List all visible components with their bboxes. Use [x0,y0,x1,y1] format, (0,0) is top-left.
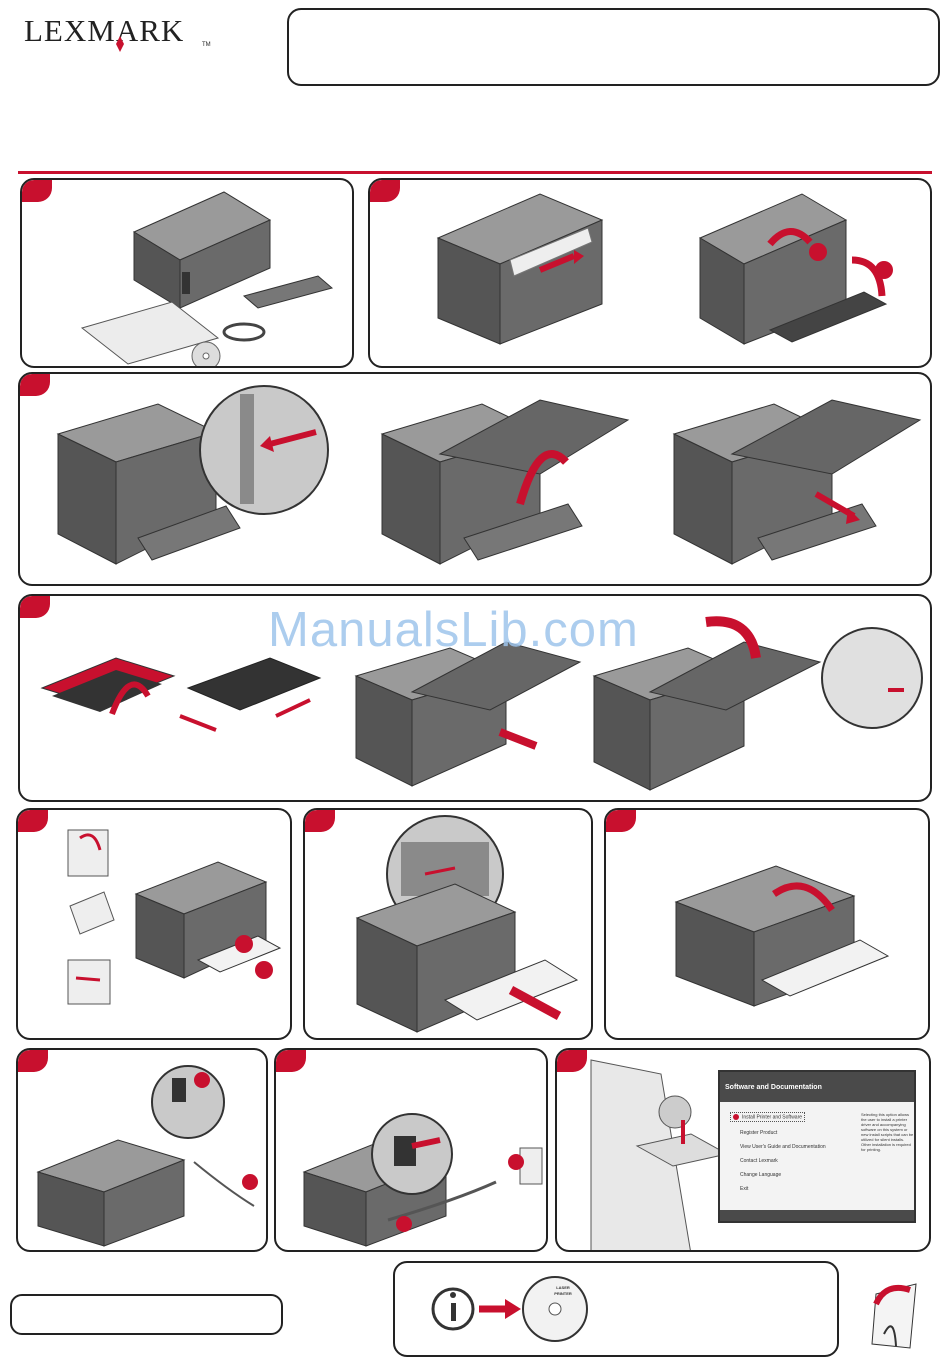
step-panel-connect-usb [16,1048,268,1252]
step-panel-remove-packaging [368,178,932,368]
menu-item-label: Install Printer and Software [742,1114,803,1121]
step-badge [370,180,400,202]
cd-label-line1: LASER [556,1285,570,1290]
step-panel-load-paper [16,808,292,1040]
arrow-right-icon [505,1299,521,1319]
bottom-left-box [10,1294,283,1335]
bottom-info-box: LASER PRINTER [393,1261,839,1357]
computer-illustration [590,1059,729,1250]
step-badge [276,1050,306,1072]
step-panel-adjust-guides [303,808,593,1040]
toner-illustration [40,616,923,791]
packaging-illustration [436,193,893,345]
software-dialog: Software and Documentation Install Print… [718,1070,916,1223]
menu-item-install[interactable]: Install Printer and Software [730,1112,806,1123]
red-bullet-icon [733,1114,739,1120]
menu-item-view-guide[interactable]: View User's Guide and Documentation [740,1144,826,1150]
page-turn-icon [871,1283,917,1349]
logo-text: LEXMARK [24,13,184,48]
adjust-guides-illustration [355,815,579,1033]
connect-usb-illustration [36,1065,258,1247]
header-title-box [287,8,940,86]
open-cover-illustration [56,385,922,565]
step-panel-open-cover [18,372,932,586]
logo-tm: TM [202,42,211,48]
menu-item-language[interactable]: Change Language [740,1172,782,1178]
step-badge [20,374,50,396]
step-badge [22,180,52,202]
step-panel-connect-power [274,1048,548,1252]
red-divider [18,171,932,174]
lexmark-logo: LEXMARK TM [24,10,211,52]
step-badge [557,1050,587,1072]
step-panel-toner [18,594,932,802]
logo-wordmark: LEXMARK [24,13,184,52]
step-badge [18,1050,48,1072]
menu-item-exit[interactable]: Exit [740,1186,749,1192]
close-cover-illustration [674,865,890,1007]
info-to-cd-illustration [431,1276,588,1342]
load-paper-illustration [67,829,282,1005]
software-dialog-title: Software and Documentation [720,1072,914,1102]
step-badge [18,810,48,832]
watermark-text: ManualsLib.com [268,603,639,657]
menu-item-contact[interactable]: Contact Lexmark [740,1158,778,1164]
unbox-illustration [80,191,334,366]
step-panel-unbox [20,178,354,368]
cd-label-line2: PRINTER [554,1291,572,1296]
menu-item-register[interactable]: Register Product [740,1130,778,1136]
software-dialog-description: Selecting this option allows the user to… [861,1112,914,1152]
software-dialog-footer [720,1210,914,1221]
step-badge [20,596,50,618]
step-badge [606,810,636,832]
connect-power-illustration [302,1113,543,1247]
logo-diamond [116,36,124,52]
step-panel-close-cover [604,808,930,1040]
step-badge [305,810,335,832]
